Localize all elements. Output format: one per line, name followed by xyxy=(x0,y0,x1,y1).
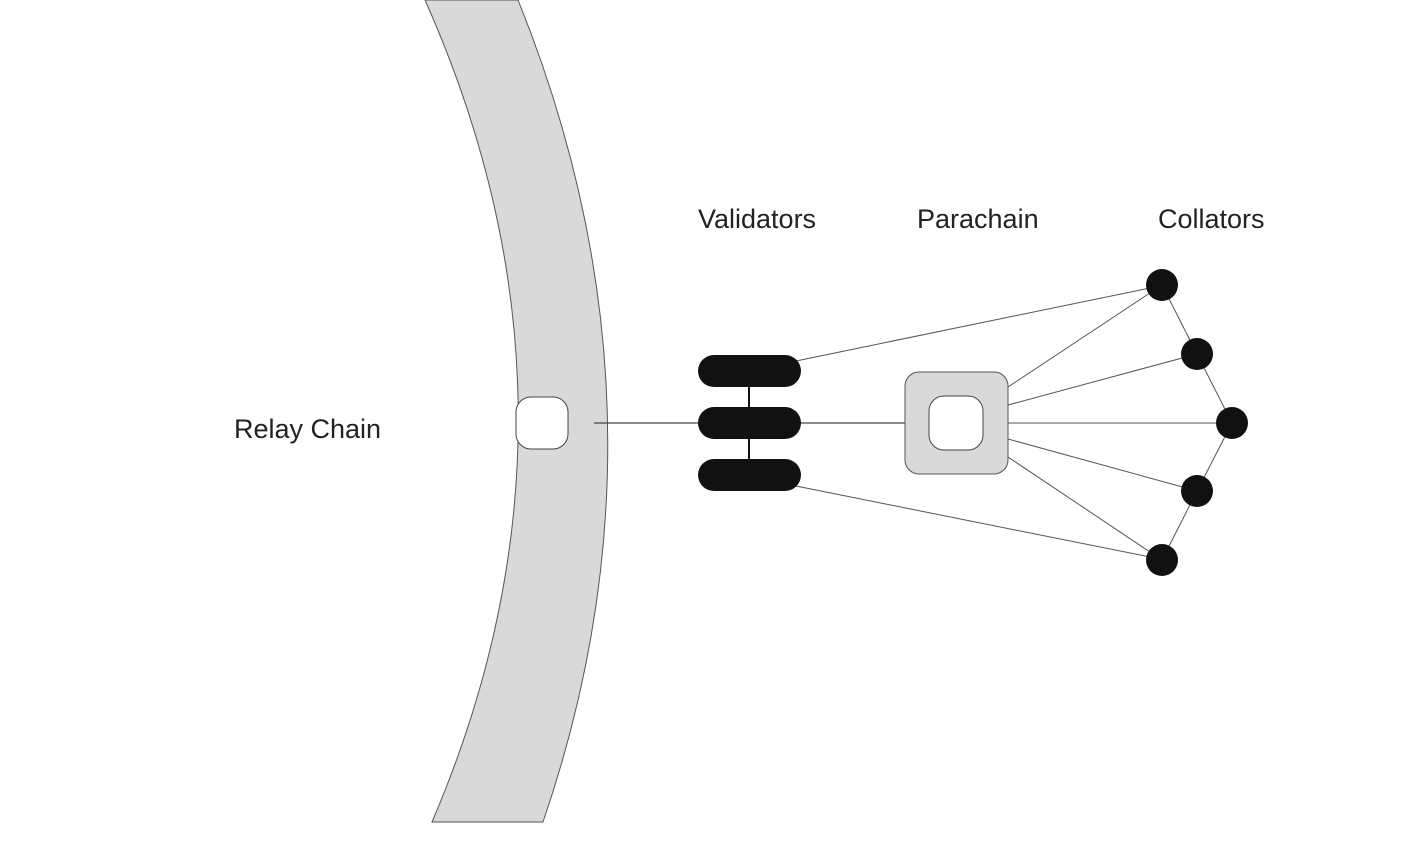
validator-node xyxy=(698,407,801,439)
validator-bottom-to-collator-bottom xyxy=(795,485,1151,558)
relay-chain-slot xyxy=(515,396,569,450)
validators-label: Validators xyxy=(698,204,817,234)
collator-node xyxy=(1181,338,1213,370)
collator-node xyxy=(1216,407,1248,439)
validator-top-to-collator-top xyxy=(795,287,1151,362)
collator-node xyxy=(1146,269,1178,301)
collator-node xyxy=(1146,544,1178,576)
parachain-to-collator-1 xyxy=(1007,284,1163,388)
relay-chain-label: Relay Chain xyxy=(234,414,382,444)
parachain-inner-slot xyxy=(928,395,984,451)
parachain-to-collator-5 xyxy=(1007,456,1163,561)
parachain-to-collator-4 xyxy=(1007,438,1198,492)
relay-chain-band xyxy=(424,0,609,823)
parachain-to-collator-2 xyxy=(1007,353,1198,406)
parachain-label: Parachain xyxy=(917,204,1039,234)
collators-label: Collators xyxy=(1158,204,1265,234)
validator-node xyxy=(698,355,801,387)
collator-node xyxy=(1181,475,1213,507)
validator-node xyxy=(698,459,801,491)
